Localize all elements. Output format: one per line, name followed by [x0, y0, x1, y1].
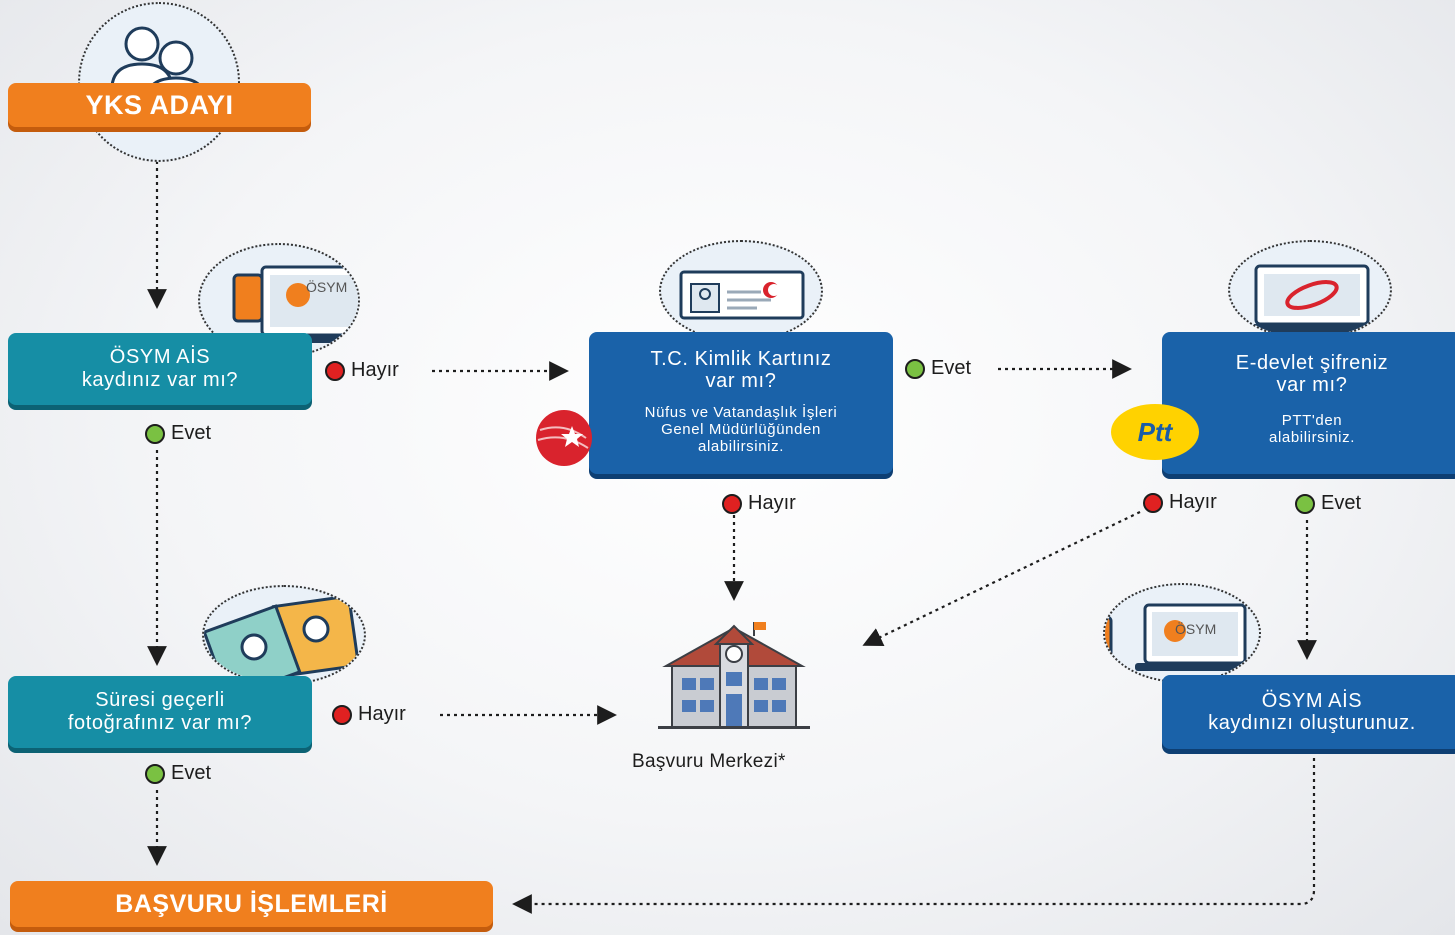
arrow-edevlet-no-to-center [862, 511, 1141, 647]
building-icon [658, 622, 810, 729]
start-node: YKS ADAYI [8, 83, 311, 127]
edge-label-text: Evet [1321, 492, 1362, 514]
create-ais-line-1: ÖSYM AİS [1261, 690, 1363, 712]
no-dot-icon [1143, 492, 1163, 513]
tc-id-question-node: T.C. Kimlik Kartınız var mı? Nüfus ve Va… [589, 332, 893, 474]
edevlet-laptop-icon [1246, 264, 1378, 332]
edevlet-note-line-2: alabilirsiniz. [1269, 429, 1355, 446]
yes-dot-icon [145, 763, 165, 784]
edevlet-note-line-1: PTT'den [1281, 412, 1343, 429]
edge-label-text: Evet [171, 762, 212, 784]
edevlet-question-node: E-devlet şifreniz var mı? PTT'den alabil… [1162, 332, 1455, 474]
edevlet-laptop-icon-circle [1228, 240, 1392, 340]
ptt-logo-icon: Ptt [1111, 404, 1199, 460]
photo-question-line-1: Süresi geçerli [95, 689, 225, 711]
edge-label-text: Hayır [748, 492, 796, 514]
photos-icon [204, 594, 361, 683]
tc-note-line-3: alabilirsiniz. [698, 438, 784, 455]
no-dot-icon [332, 704, 352, 725]
id-card-icon [679, 270, 805, 320]
osym-laptop-icon-circle: ÖSYM [198, 243, 360, 358]
tc-question-line-1: T.C. Kimlik Kartınız [650, 348, 832, 370]
ais-question-line-1: ÖSYM AİS [109, 346, 211, 368]
edge-label-ais-no: Hayır [325, 359, 399, 382]
id-card-icon-circle [659, 240, 823, 342]
no-dot-icon [722, 493, 742, 514]
ptt-logo-text: Ptt [1137, 416, 1173, 447]
ais-question-node: ÖSYM AİS kaydınız var mı? [8, 333, 312, 405]
nufus-emblem-icon [536, 410, 592, 466]
edge-label-text: Evet [171, 422, 212, 444]
photos-icon-circle [202, 585, 366, 685]
edge-label-edevlet-no: Hayır [1143, 491, 1217, 514]
tc-question-line-2: var mı? [705, 370, 777, 392]
end-node: BAŞVURU İŞLEMLERİ [10, 881, 493, 927]
edge-label-text: Hayır [358, 703, 406, 725]
edge-label-tc-yes: Evet [905, 357, 971, 380]
create-ais-line-2: kaydınızı oluşturunuz. [1208, 712, 1416, 734]
edge-label-text: Hayır [1169, 491, 1217, 513]
edge-label-text: Hayır [351, 359, 399, 381]
create-ais-node: ÖSYM AİS kaydınızı oluşturunuz. [1162, 675, 1455, 749]
application-center-label: Başvuru Merkezi* [632, 751, 786, 772]
end-label: BAŞVURU İŞLEMLERİ [115, 889, 388, 918]
photo-question-line-2: fotoğrafınız var mı? [67, 712, 253, 734]
yes-dot-icon [905, 358, 925, 379]
osym-logo-text: ÖSYM [306, 279, 348, 295]
edge-label-photo-yes: Evet [145, 762, 211, 785]
edevlet-question-line-1: E-devlet şifreniz [1235, 352, 1389, 374]
edevlet-question-line-2: var mı? [1276, 374, 1348, 396]
edge-label-text: Evet [931, 357, 972, 379]
edge-label-edevlet-yes: Evet [1295, 492, 1361, 515]
yes-dot-icon [1295, 493, 1315, 514]
ais-question-line-2: kaydınız var mı? [81, 369, 239, 391]
osym-laptop-icon-circle-2: ÖSYM [1103, 583, 1261, 683]
photo-question-node: Süresi geçerli fotoğrafınız var mı? [8, 676, 312, 748]
arrow-create-to-end [512, 758, 1316, 914]
start-label: YKS ADAYI [85, 89, 234, 120]
yes-dot-icon [145, 423, 165, 444]
edge-label-tc-no: Hayır [722, 492, 796, 515]
tc-note-line-1: Nüfus ve Vatandaşlık İşleri [644, 404, 838, 421]
tc-note-line-2: Genel Müdürlüğünden [661, 421, 821, 438]
edge-label-ais-yes: Evet [145, 422, 211, 445]
edge-label-photo-no: Hayır [332, 703, 406, 726]
laptop-phone-icon-2 [1105, 603, 1255, 671]
osym-logo-text-2: ÖSYM [1175, 621, 1217, 637]
no-dot-icon [325, 360, 345, 381]
candidate-icon-circle [78, 2, 240, 162]
